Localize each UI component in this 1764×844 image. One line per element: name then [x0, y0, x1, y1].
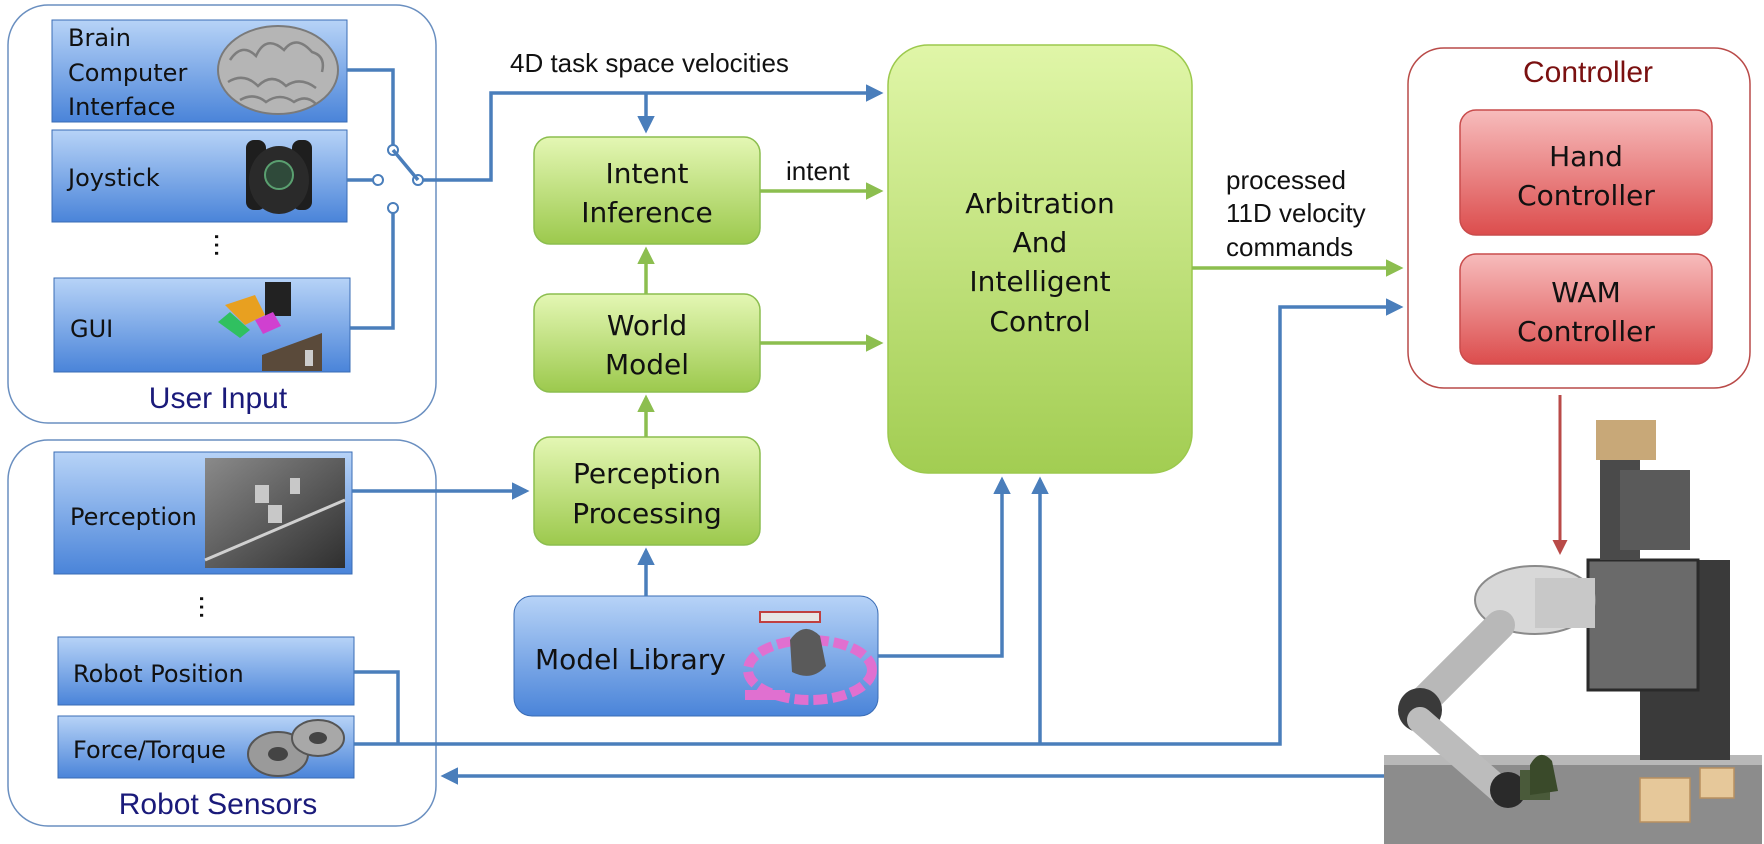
intent-label: intent [786, 156, 850, 186]
brain-icon [217, 25, 339, 115]
grasp-models-icon [743, 611, 877, 705]
world-model-label-line2: Model [605, 348, 689, 381]
arbitration-control-box[interactable] [887, 44, 1193, 474]
velocity-arrow [423, 84, 884, 182]
bci-label-line1: Brain [68, 24, 131, 52]
controller-group-label: Controller [1523, 56, 1653, 89]
perception-processing-label-line1: Perception [573, 457, 721, 490]
input-selector-switch [347, 68, 424, 330]
depth-image-icon [204, 458, 346, 568]
intent-inference-label-line1: Intent [606, 157, 689, 190]
sensor-bus-arrow [354, 298, 1404, 746]
robot-position-sensor-box[interactable] [57, 636, 355, 706]
bci-label-line2: Computer [68, 59, 187, 87]
force-torque-sensor-icon [247, 719, 345, 777]
robot-gui-icon [218, 282, 322, 371]
perception-processing-label-line2: Processing [572, 497, 722, 530]
wam-controller-label-line2: Controller [1517, 315, 1655, 348]
robot-position-line [354, 670, 400, 744]
arbitration-label-line3: Intelligent [969, 265, 1110, 298]
arbitration-label-line4: Control [989, 305, 1090, 338]
velocity-label: 4D task space velocities [510, 48, 789, 78]
hand-controller-label-line2: Controller [1517, 179, 1655, 212]
wam-controller-box[interactable] [1459, 253, 1713, 365]
processed-label-line2: 11D velocity [1226, 198, 1366, 228]
wam-controller-label-line1: WAM [1551, 276, 1620, 309]
model-library-label: Model Library [535, 643, 726, 676]
bci-label-line3: Interface [68, 93, 175, 121]
processed-label-line1: processed [1226, 165, 1346, 195]
processed-label-line3: commands [1226, 232, 1353, 262]
more-inputs-ellipsis: ... [208, 232, 241, 257]
force-torque-label: Force/Torque [73, 736, 226, 764]
more-sensors-ellipsis: ... [193, 594, 226, 619]
robot-sensors-group-label: Robot Sensors [119, 788, 317, 821]
robot-position-label: Robot Position [73, 660, 244, 688]
intent-inference-label-line2: Inference [581, 196, 713, 229]
arbitration-label-line1: Arbitration [965, 187, 1115, 220]
hand-controller-box[interactable] [1459, 109, 1713, 236]
perception-sensor-label: Perception [70, 503, 197, 531]
library-to-arbitration-arrow [878, 476, 1011, 658]
arbitration-label-line2: And [1013, 226, 1068, 259]
gui-label: GUI [70, 315, 113, 343]
joystick-label: Joystick [66, 164, 160, 192]
user-input-group-label: User Input [149, 382, 288, 415]
robot-arm-image [1384, 420, 1762, 844]
joystick-icon [246, 140, 312, 214]
world-model-label-line1: World [607, 309, 687, 342]
hand-controller-label-line1: Hand [1549, 140, 1623, 173]
